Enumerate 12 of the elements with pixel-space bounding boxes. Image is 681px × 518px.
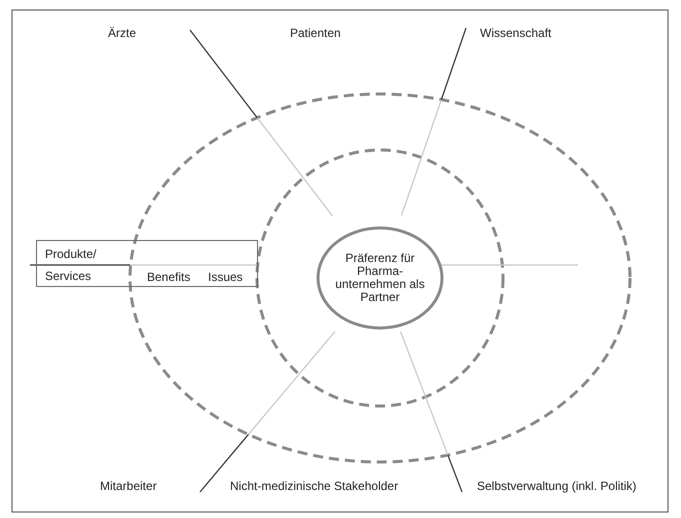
sector-label: Nicht-medizinische Stakeholder xyxy=(230,479,398,493)
sector-label: Ärzte xyxy=(108,26,136,40)
sector-label: Patienten xyxy=(290,26,341,40)
sector-label: Mitarbeiter xyxy=(100,479,157,493)
sector-label: Selbstverwaltung (inkl. Politik) xyxy=(477,479,636,493)
category-text: Benefits xyxy=(147,269,192,285)
segment-box xyxy=(36,240,258,287)
category-text: Issues xyxy=(208,269,244,285)
category-text: Produkte/ Services xyxy=(45,246,98,285)
sector-label: Wissenschaft xyxy=(480,26,552,40)
center-text: Präferenz für Pharma- unternehmen als Partner xyxy=(334,252,426,304)
center-ellipse xyxy=(316,226,444,330)
